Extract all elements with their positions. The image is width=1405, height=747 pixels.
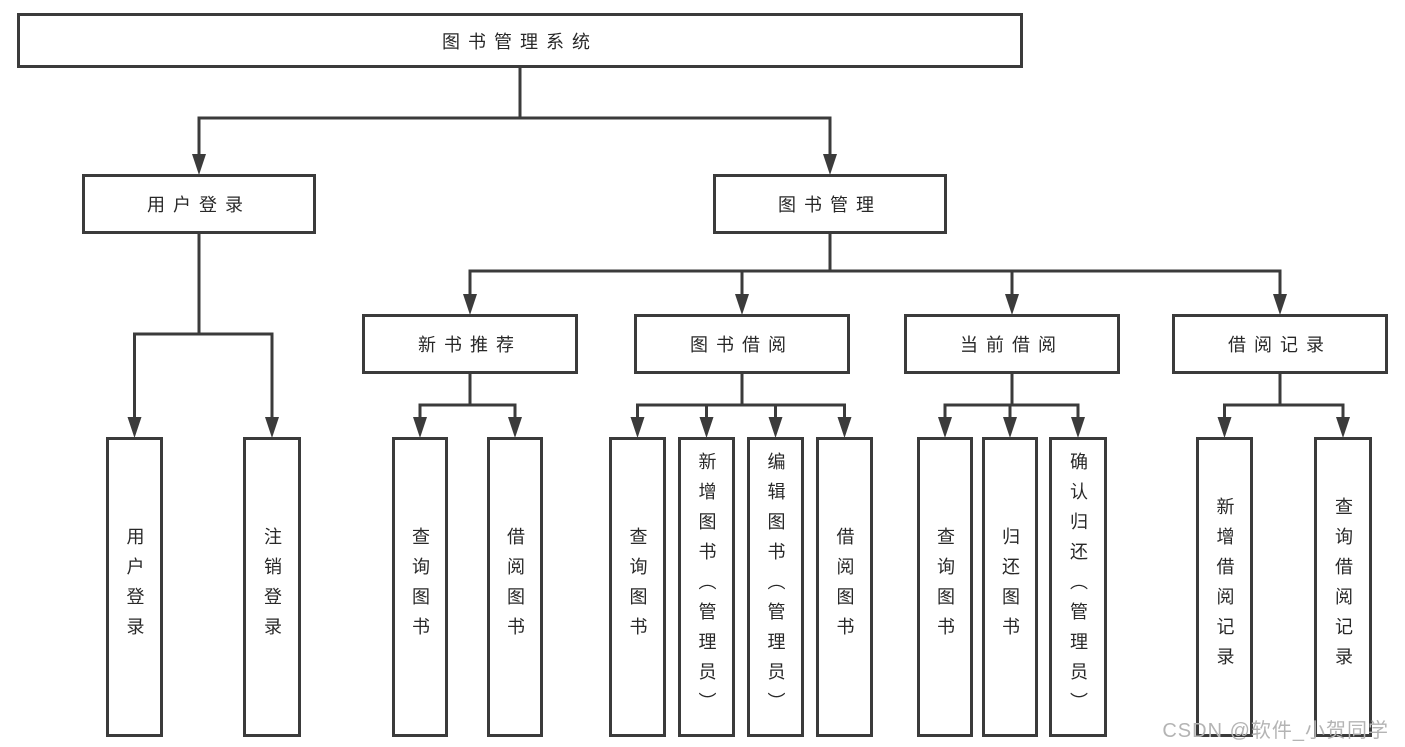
arrowhead-br-query-record xyxy=(1336,417,1350,438)
node-current-borrow: 当前借阅 xyxy=(904,314,1120,374)
arrowhead-user-login xyxy=(192,154,206,175)
node-cb-return-book: 归还图书 xyxy=(982,437,1038,737)
node-br-query-record: 查询借阅记录 xyxy=(1314,437,1372,737)
node-rec-query-book: 查询图书 xyxy=(392,437,448,737)
node-user-login-action: 用户登录 xyxy=(106,437,163,737)
arrowhead-bb-add-book xyxy=(699,417,714,438)
node-bb-query-book: 查询图书 xyxy=(609,437,666,737)
arrowhead-cb-return-book xyxy=(1003,417,1017,438)
arrowhead-cb-query-book xyxy=(938,417,952,438)
arrowhead-borrow-records xyxy=(1273,294,1287,315)
arrowhead-new-book-rec xyxy=(463,294,477,315)
arrowhead-current-borrow xyxy=(1005,294,1019,315)
arrowhead-user-login-action xyxy=(127,417,142,438)
arrowhead-br-add-record xyxy=(1217,417,1232,438)
node-bb-add-book: 新增图书（管理员） xyxy=(678,437,735,737)
node-rec-borrow-book: 借阅图书 xyxy=(487,437,543,737)
arrowhead-bb-borrow-book xyxy=(837,417,852,438)
node-logout: 注销登录 xyxy=(243,437,301,737)
node-root: 图书管理系统 xyxy=(17,13,1023,68)
watermark-text: CSDN @软件_小贺同学 xyxy=(1162,720,1389,742)
arrowhead-book-mgmt xyxy=(823,154,837,175)
node-bb-edit-book: 编辑图书（管理员） xyxy=(747,437,804,737)
node-br-add-record: 新增借阅记录 xyxy=(1196,437,1253,737)
node-bb-borrow-book: 借阅图书 xyxy=(816,437,873,737)
node-book-borrow: 图书借阅 xyxy=(634,314,850,374)
arrowhead-rec-borrow-book xyxy=(508,417,522,438)
arrowhead-book-borrow xyxy=(735,294,749,315)
node-user-login: 用户登录 xyxy=(82,174,316,234)
node-new-book-rec: 新书推荐 xyxy=(362,314,578,374)
arrowhead-bb-query-book xyxy=(630,417,645,438)
arrowhead-logout xyxy=(265,417,279,438)
arrowhead-bb-edit-book xyxy=(768,417,783,438)
node-book-mgmt: 图书管理 xyxy=(713,174,947,234)
arrowhead-rec-query-book xyxy=(413,417,427,438)
node-cb-confirm-return: 确认归还（管理员） xyxy=(1049,437,1107,737)
node-cb-query-book: 查询图书 xyxy=(917,437,973,737)
node-borrow-records: 借阅记录 xyxy=(1172,314,1388,374)
arrowhead-cb-confirm-return xyxy=(1071,417,1085,438)
